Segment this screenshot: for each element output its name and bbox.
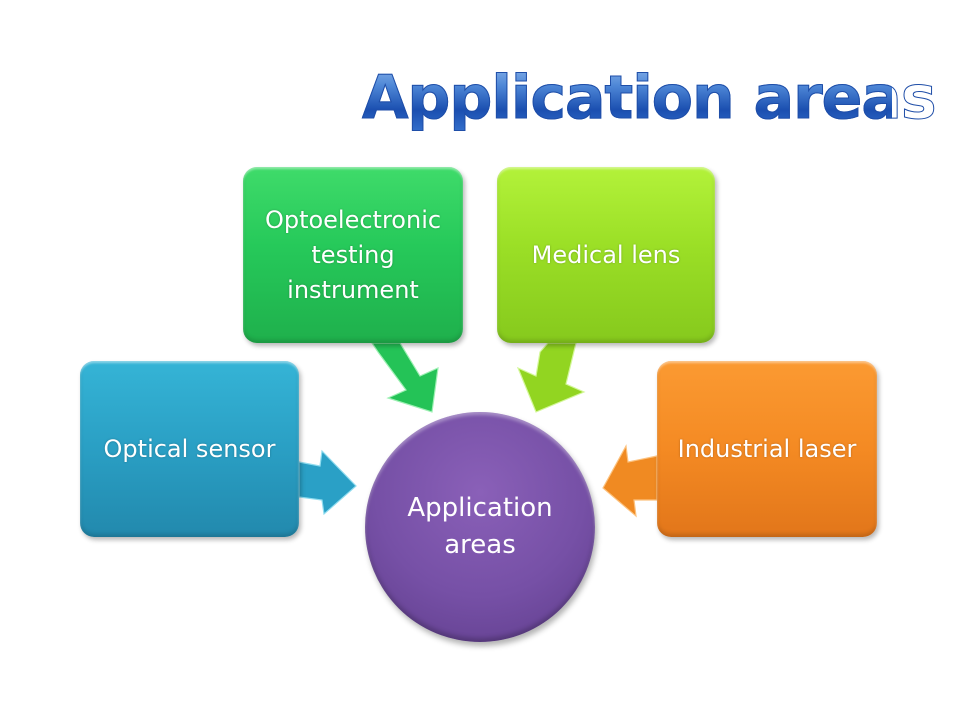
node-label-line: instrument — [287, 275, 419, 304]
arrow-optical-icon — [298, 449, 357, 516]
node-label: Industrial laser — [677, 434, 857, 463]
node-industrial-laser: Industrial laser — [657, 361, 877, 537]
center-label-line: areas — [444, 530, 516, 560]
node-label-line: Optoelectronic — [264, 205, 442, 234]
center-label-line: Application — [407, 493, 553, 523]
arrow-industrial-icon — [602, 444, 658, 518]
node-optoelectronic-testing-instrument: Optoelectronic testing instrument — [243, 167, 463, 343]
node-label: Medical lens — [531, 240, 681, 269]
node-label: Optical sensor — [103, 434, 276, 463]
slide-title: Application areas — [362, 58, 938, 138]
node-optical-sensor: Optical sensor — [80, 361, 299, 537]
node-medical-lens: Medical lens — [497, 167, 715, 343]
arrow-optoelectronic-icon — [370, 342, 439, 413]
arrow-medical-icon — [516, 342, 586, 413]
center-node-application-areas: Application areas — [365, 412, 595, 642]
node-label-line: testing — [311, 240, 395, 269]
